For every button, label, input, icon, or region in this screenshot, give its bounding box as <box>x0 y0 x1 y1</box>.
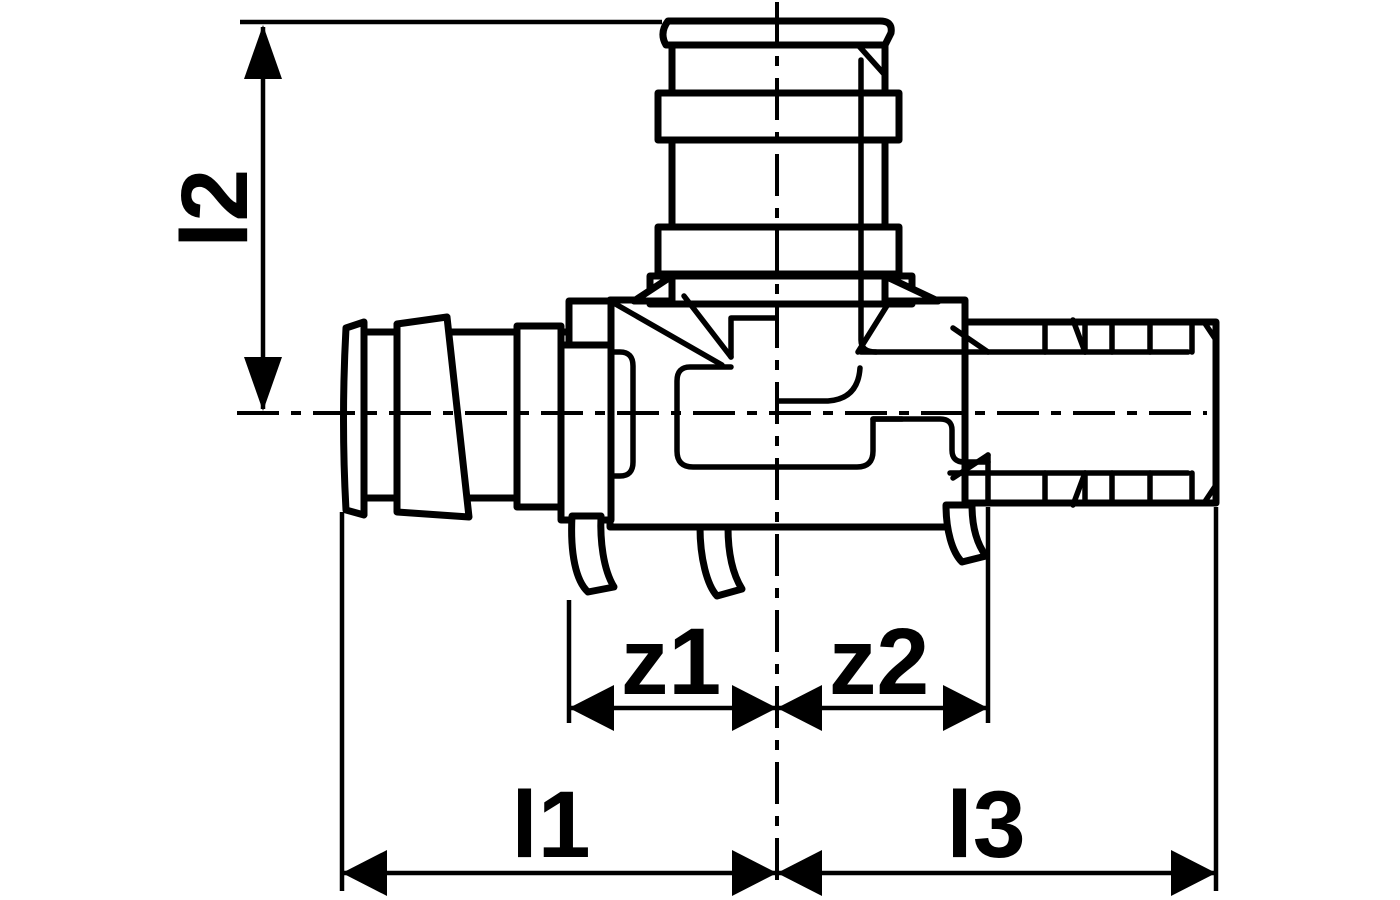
l1-arrowhead-right <box>732 850 777 896</box>
centerlines <box>237 2 1207 886</box>
dimension-label-l1: l1 <box>511 772 590 878</box>
left-port-end-ring <box>340 318 368 519</box>
left-port-ring <box>513 322 565 511</box>
z2-arrowhead-right <box>943 685 988 731</box>
right-junction-chamfer <box>855 301 891 355</box>
l3-arrowhead-right <box>1171 850 1216 896</box>
internal-section-lines <box>609 293 991 506</box>
dimension-l2: l2 <box>162 19 662 411</box>
l2-arrowhead-down <box>244 357 282 411</box>
right-shoulder-bell <box>942 501 990 566</box>
dimension-label-z2: z2 <box>829 609 929 715</box>
dimension-label-z1: z1 <box>621 609 721 715</box>
branch-sleeve-flare-right <box>881 272 942 305</box>
l1-arrowhead-left <box>342 850 387 896</box>
right-port-barb-chamfers <box>950 317 1219 508</box>
dimension-z2: z2 <box>777 507 991 731</box>
sleeve-bell-left <box>568 512 618 596</box>
dimension-z1: z1 <box>566 600 777 731</box>
branch-sleeve-flare-left <box>630 272 676 305</box>
dimension-label-l3: l3 <box>946 772 1025 878</box>
z2-arrowhead-left <box>777 685 822 731</box>
left-port-barb-ring <box>393 313 473 521</box>
l3-arrowhead-left <box>777 850 822 896</box>
left-flange-plate <box>557 341 615 524</box>
dimension-l1: l1 <box>339 512 777 896</box>
dimension-label-l2: l2 <box>162 169 268 248</box>
dimension-l3: l3 <box>777 507 1219 896</box>
z1-arrowhead-left <box>569 685 614 731</box>
branch-collar-chamfer <box>855 42 887 77</box>
z1-arrowhead-right <box>732 685 777 731</box>
fitting-outline <box>340 17 1220 600</box>
l2-arrowhead-up <box>244 25 282 79</box>
sleeve-bell-mid <box>696 523 746 600</box>
right-port-ring-lines <box>1042 319 1195 506</box>
